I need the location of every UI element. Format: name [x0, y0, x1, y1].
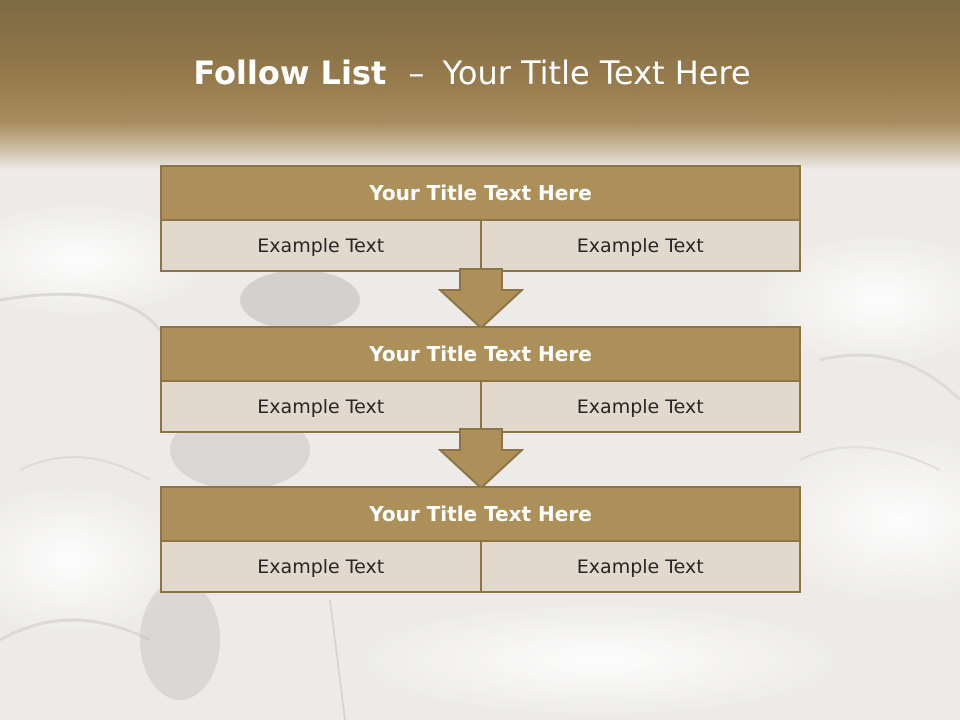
slide-title: Follow List – Your Title Text Here — [0, 54, 944, 92]
step-header: Your Title Text Here — [160, 486, 801, 542]
step-row: Example Text Example Text — [160, 382, 801, 433]
title-rest-part: Your Title Text Here — [442, 54, 751, 92]
step-block-3: Your Title Text Here Example Text Exampl… — [160, 486, 801, 593]
step-block-1: Your Title Text Here Example Text Exampl… — [160, 165, 801, 272]
title-dash: – — [408, 54, 425, 92]
step-cell-left: Example Text — [160, 221, 482, 272]
step-header: Your Title Text Here — [160, 326, 801, 382]
title-bold-part: Follow List — [193, 54, 387, 92]
down-arrow-icon — [438, 268, 524, 330]
step-cell-right: Example Text — [481, 382, 801, 433]
step-cell-left: Example Text — [160, 382, 482, 433]
step-cell-left: Example Text — [160, 542, 482, 593]
down-arrow-icon — [438, 428, 524, 490]
step-row: Example Text Example Text — [160, 542, 801, 593]
step-block-2: Your Title Text Here Example Text Exampl… — [160, 326, 801, 433]
title-band — [0, 0, 960, 170]
step-cell-right: Example Text — [481, 542, 801, 593]
step-header: Your Title Text Here — [160, 165, 801, 221]
step-cell-right: Example Text — [481, 221, 801, 272]
step-row: Example Text Example Text — [160, 221, 801, 272]
